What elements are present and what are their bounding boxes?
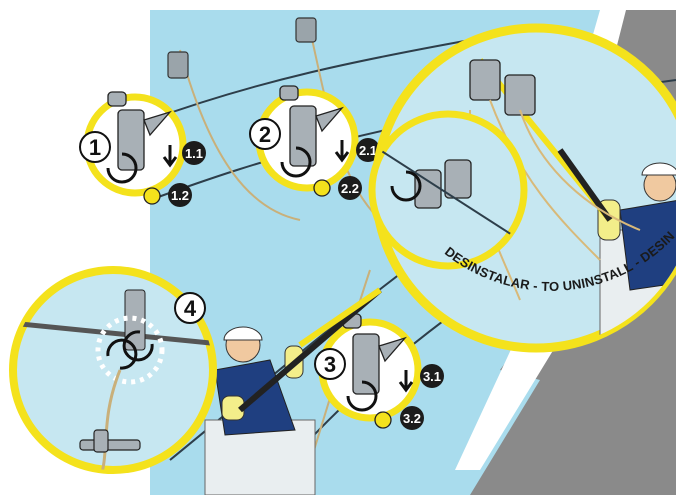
substep-label: 1.2 [171,188,189,203]
substep-label: 1.1 [185,146,203,161]
step-number: 3 [324,352,336,377]
step-number: 1 [89,135,101,160]
step-number: 4 [184,296,197,321]
substep-label: 3.1 [423,369,441,384]
substep-label: 3.2 [403,411,421,426]
step-number: 2 [259,122,271,147]
substep-label: 2.2 [341,181,359,196]
substep-label: 2.1 [359,143,377,158]
